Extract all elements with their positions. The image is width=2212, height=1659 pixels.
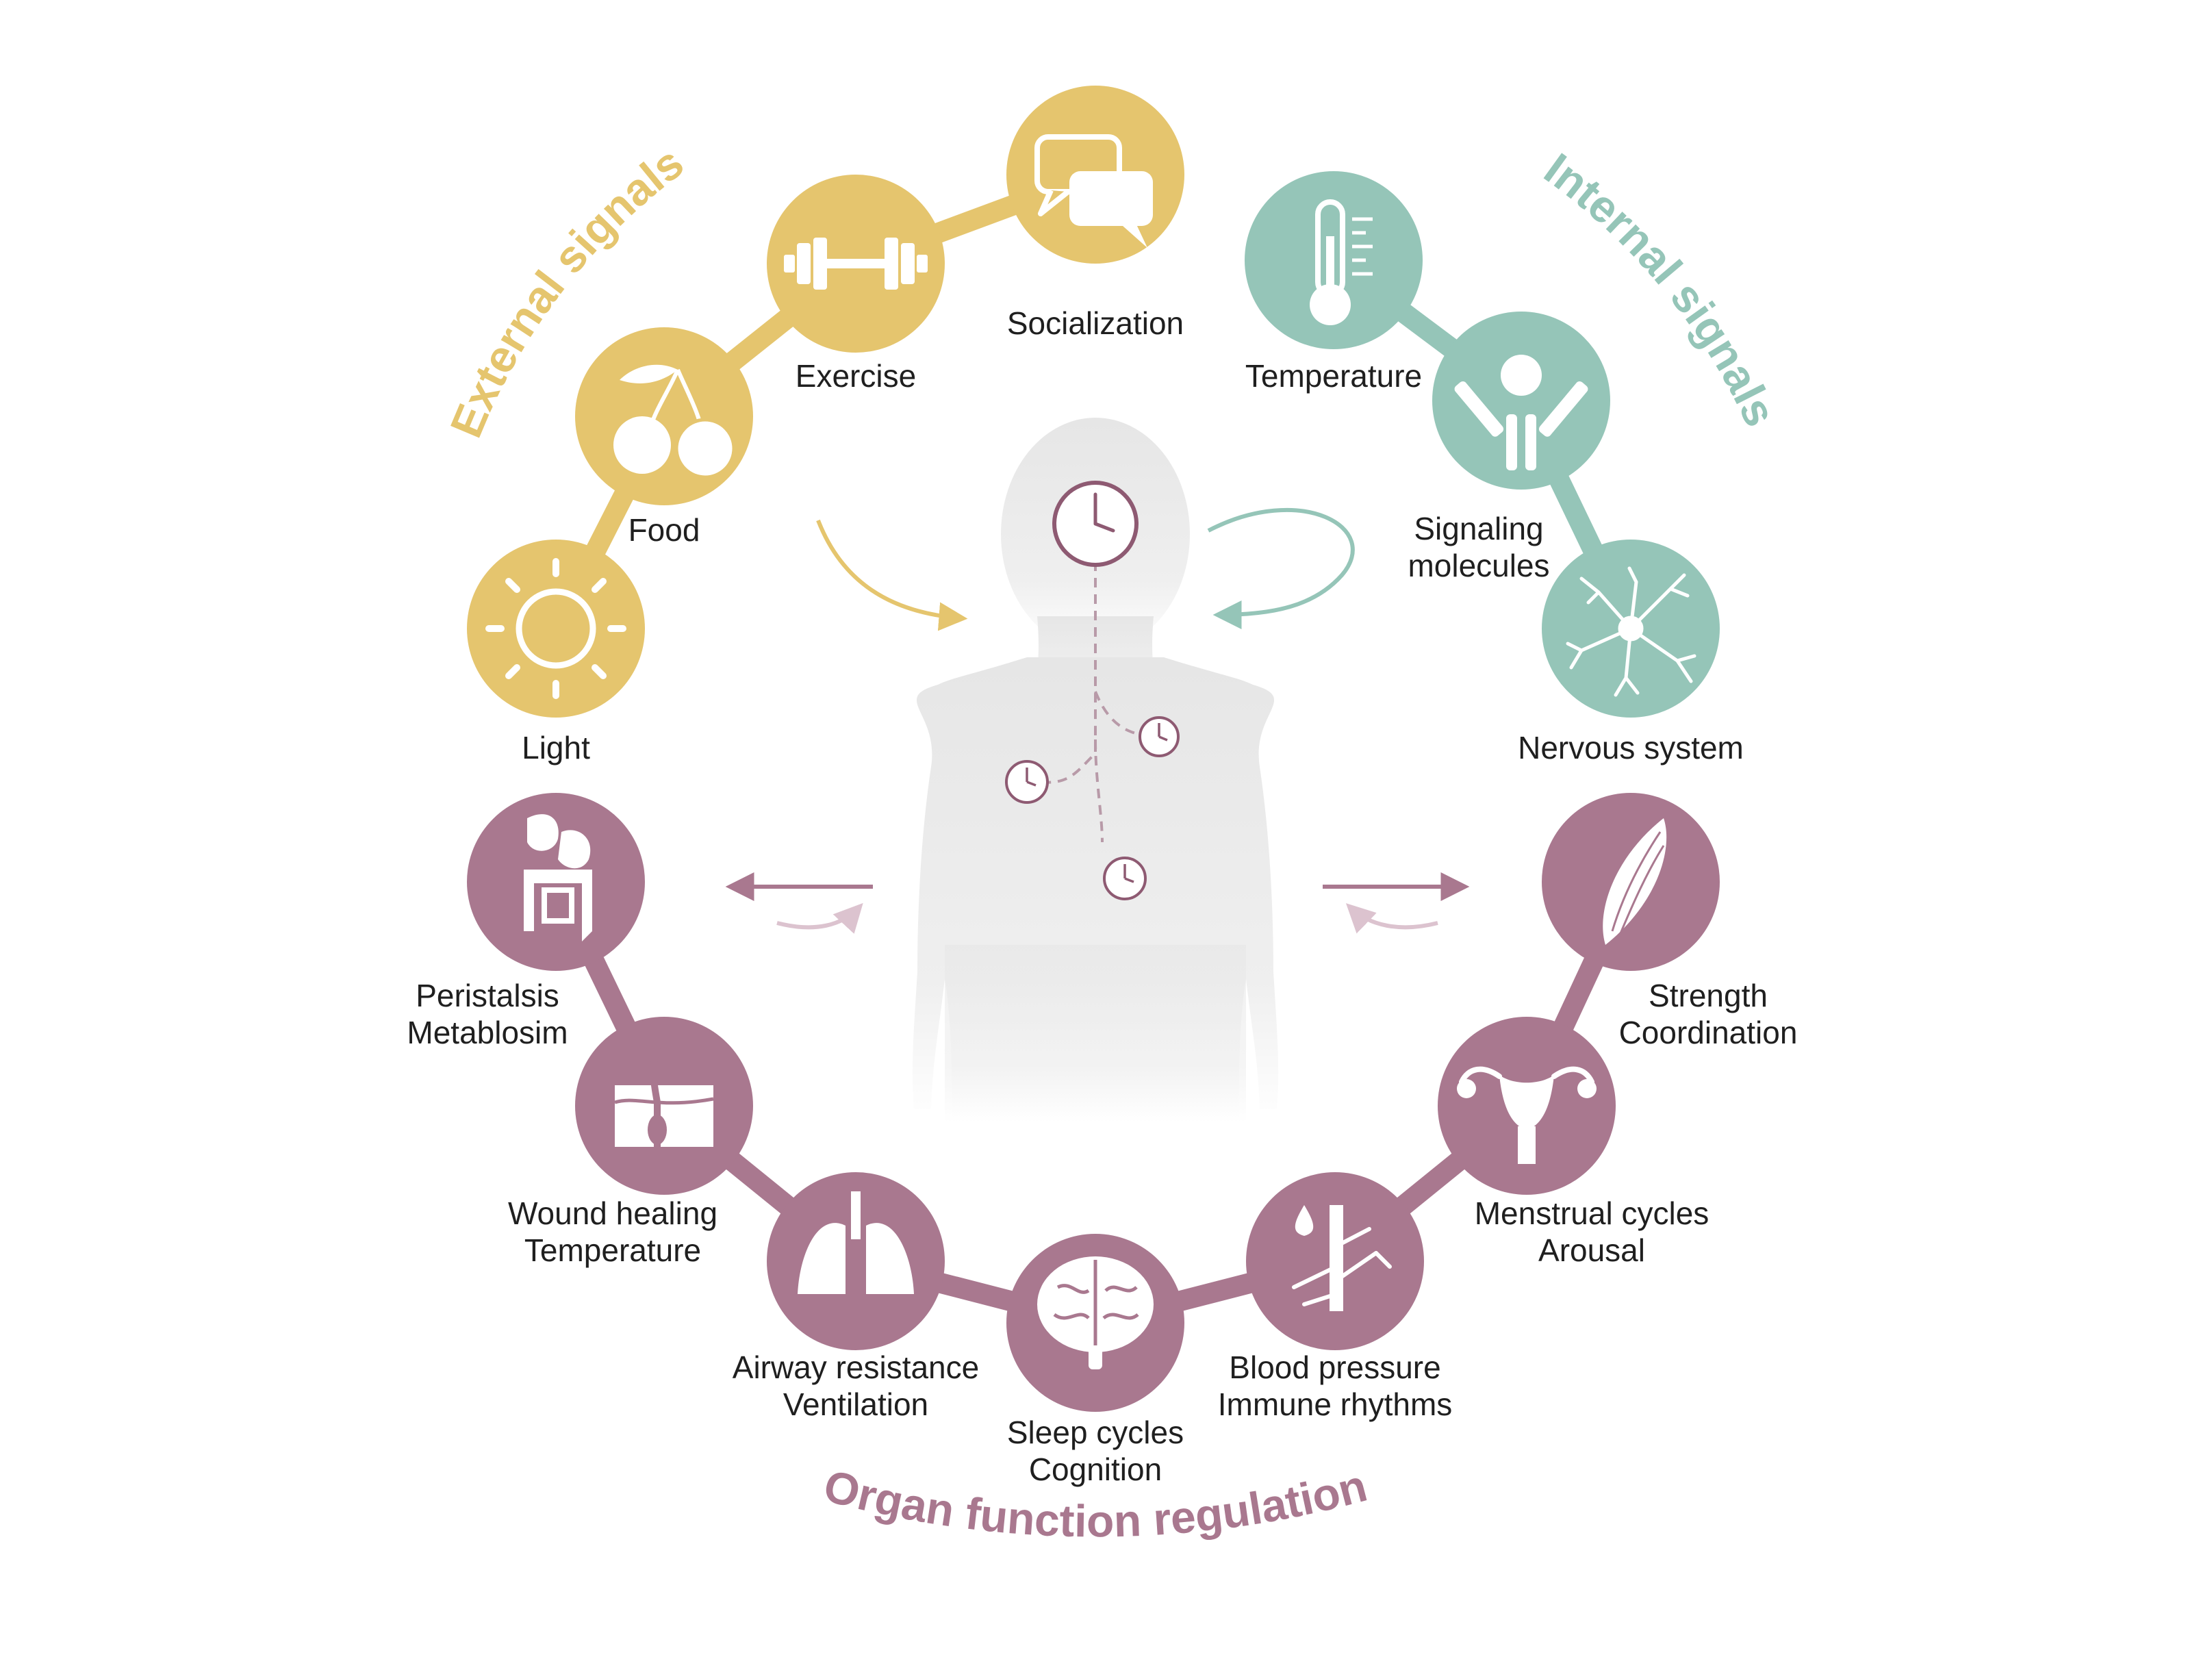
antibody-icon bbox=[1454, 355, 1588, 470]
external-input-arrow bbox=[816, 519, 968, 631]
node-label: Airway resistance bbox=[733, 1350, 979, 1385]
node-label: Signaling bbox=[1414, 511, 1543, 546]
temperature-node: Temperature bbox=[1245, 171, 1423, 394]
node-label: Metablosim bbox=[407, 1015, 568, 1050]
food-node: Food bbox=[575, 327, 753, 548]
neuron-icon bbox=[1566, 566, 1696, 697]
svg-text:Nervous system: Nervous system bbox=[1518, 730, 1744, 765]
clock-icon bbox=[1052, 481, 1139, 567]
clock-icon bbox=[1005, 760, 1049, 804]
output-arrows-left bbox=[725, 872, 873, 934]
node-label: Socialization bbox=[1007, 305, 1184, 341]
light-node: Light bbox=[467, 540, 645, 765]
svg-text:Light: Light bbox=[522, 730, 590, 765]
node-label: Blood pressure bbox=[1229, 1350, 1440, 1385]
thermometer-icon bbox=[1310, 199, 1373, 325]
exercise-node: Exercise bbox=[767, 175, 945, 394]
external-chain bbox=[546, 164, 1106, 639]
node-label: molecules bbox=[1408, 548, 1549, 583]
clock-icon bbox=[1139, 716, 1180, 757]
sun-icon bbox=[485, 558, 626, 699]
cherries-icon bbox=[613, 364, 736, 479]
svg-text:Food: Food bbox=[628, 512, 700, 548]
node-label: Peristalsis bbox=[416, 978, 559, 1013]
node-label: Sleep cycles bbox=[1007, 1415, 1184, 1450]
node-label: Exercise bbox=[796, 358, 916, 394]
socialization-node: Socialization bbox=[1006, 86, 1184, 341]
digestive-system-icon bbox=[524, 814, 592, 941]
node-label: Temperature bbox=[1245, 358, 1422, 394]
skin-hair-icon bbox=[614, 1046, 714, 1147]
speech-bubbles-icon bbox=[1034, 134, 1153, 248]
brain-icon bbox=[1037, 1256, 1154, 1369]
nervous-system-node: Nervous system bbox=[1518, 540, 1744, 765]
node-label: Arousal bbox=[1538, 1232, 1645, 1268]
blood-vessel-icon bbox=[1292, 1205, 1392, 1311]
node-label: Coordination bbox=[1619, 1015, 1798, 1050]
node-label: Food bbox=[628, 512, 700, 548]
node-label: Light bbox=[522, 730, 590, 765]
svg-text:Socialization: Socialization bbox=[1007, 305, 1184, 341]
node-label: Nervous system bbox=[1518, 730, 1744, 765]
svg-text:Temperature: Temperature bbox=[1245, 358, 1422, 394]
svg-text:Exercise: Exercise bbox=[796, 358, 916, 394]
muscle-icon bbox=[1603, 818, 1667, 945]
node-label: Wound healing bbox=[508, 1195, 717, 1231]
uterus-icon bbox=[1457, 1066, 1597, 1164]
node-label: Ventilation bbox=[783, 1386, 928, 1422]
node-label: Immune rhythms bbox=[1218, 1386, 1453, 1422]
lungs-icon bbox=[798, 1191, 914, 1294]
output-arrows-right bbox=[1323, 872, 1470, 934]
node-label: Cognition bbox=[1029, 1452, 1162, 1487]
node-label: Temperature bbox=[524, 1232, 701, 1268]
internal-feedback-arrow bbox=[1207, 507, 1355, 629]
dumbbell-icon bbox=[784, 238, 928, 290]
node-label: Strength bbox=[1649, 978, 1768, 1013]
clock-icon bbox=[1103, 857, 1147, 900]
node-label: Menstrual cycles bbox=[1475, 1195, 1709, 1231]
